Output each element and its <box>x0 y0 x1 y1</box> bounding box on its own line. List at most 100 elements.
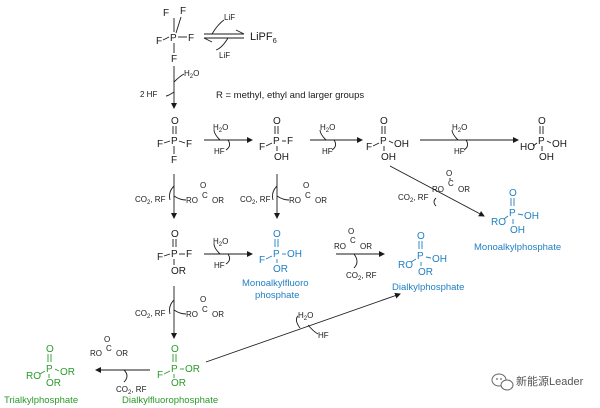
watermark: 新能源Leader <box>491 373 584 391</box>
label-dialkylfluorophosphate: Dialkylfluorophosphate <box>122 395 218 406</box>
svg-text:C: C <box>202 191 208 200</box>
svg-text:F: F <box>163 8 169 19</box>
svg-text:O: O <box>171 116 179 127</box>
svg-text:P: P <box>273 136 280 147</box>
svg-text:RO: RO <box>334 242 346 251</box>
svg-text:RO: RO <box>26 371 41 382</box>
svg-text:O: O <box>509 188 517 199</box>
svg-text:CO2, RF: CO2, RF <box>116 385 147 396</box>
pof3-molecule: O P F F F <box>157 116 192 166</box>
svg-text:H2O: H2O <box>213 123 228 134</box>
svg-text:2 HF: 2 HF <box>140 90 157 99</box>
monoalkylfluorophosphate-molecule: O P F OH OR Monoalkylfluoro phosphate <box>242 229 309 301</box>
svg-text:RO: RO <box>491 217 506 228</box>
svg-text:HF: HF <box>454 147 465 156</box>
svg-text:OR: OR <box>315 196 327 205</box>
svg-text:F: F <box>186 139 192 150</box>
r-group-note: R = methyl, ethyl and larger groups <box>216 90 364 101</box>
arrow-alkylation-1: CO2, RF O C RO OR <box>135 174 224 219</box>
svg-text:OR: OR <box>212 196 224 205</box>
svg-text:OH: OH <box>381 152 396 163</box>
arrow-to-trialkylphosphate: O C RO OR CO2, RF <box>90 335 150 396</box>
arrow-hydrolysis-6: H2O HF <box>205 292 401 363</box>
svg-text:OH: OH <box>524 211 539 222</box>
wechat-icon <box>491 373 514 391</box>
svg-text:CO2, RF: CO2, RF <box>135 309 166 320</box>
svg-text:OR: OR <box>171 266 186 277</box>
svg-text:OR: OR <box>360 242 372 251</box>
svg-text:OH: OH <box>432 254 447 265</box>
svg-text:O: O <box>104 335 110 344</box>
svg-text:F: F <box>157 370 163 381</box>
svg-text:F: F <box>171 155 177 166</box>
label-monoalkylfluorophosphate-1: Monoalkylfluoro <box>242 278 309 289</box>
svg-text:OR: OR <box>46 378 61 389</box>
arrow-alkylation-3: O C RO OR CO2, RF <box>334 227 385 282</box>
svg-text:OR: OR <box>212 310 224 319</box>
svg-text:OR: OR <box>273 264 288 275</box>
arrow-hydrolysis-4: H2O HF <box>420 123 519 156</box>
arrow-hydrolysis-3: H2O HF <box>310 123 363 156</box>
svg-text:OH: OH <box>394 139 409 150</box>
svg-text:OR: OR <box>418 267 433 278</box>
svg-text:RO: RO <box>398 260 413 271</box>
svg-text:O: O <box>348 227 354 236</box>
svg-text:F: F <box>366 142 372 153</box>
dialkylphosphate-molecule: O P RO OH OR Dialkylphosphate <box>392 231 464 293</box>
svg-text:C: C <box>202 305 208 314</box>
svg-text:O: O <box>417 231 425 242</box>
arrow-alkylation-4: CO2, RF O C RO OR <box>135 286 224 339</box>
svg-text:RO: RO <box>289 196 301 205</box>
svg-text:O: O <box>538 116 546 127</box>
arrow-hydrolysis-5: H2O HF <box>204 237 253 270</box>
svg-text:O: O <box>171 229 179 240</box>
trialkylphosphate-molecule: O P RO OR OR Trialkylphosphate <box>4 344 78 406</box>
svg-text:P: P <box>171 249 178 260</box>
svg-text:H2O: H2O <box>213 237 228 248</box>
svg-text:C: C <box>305 191 311 200</box>
arrow-alkylation-2: CO2, RF O C RO OR <box>240 174 327 219</box>
svg-text:F: F <box>287 136 293 147</box>
svg-text:F: F <box>156 36 162 47</box>
svg-text:F: F <box>171 54 177 65</box>
svg-text:HF: HF <box>322 147 333 156</box>
svg-text:OH: OH <box>510 225 525 236</box>
svg-text:F: F <box>180 6 186 17</box>
watermark-text: 新能源Leader <box>516 374 584 388</box>
svg-text:CO2, RF: CO2, RF <box>135 195 166 206</box>
svg-text:O: O <box>273 116 281 127</box>
svg-text:P: P <box>171 136 178 147</box>
svg-text:OH: OH <box>552 139 567 150</box>
svg-text:HF: HF <box>214 261 225 270</box>
lipf6-product: LiPF6 <box>250 31 277 45</box>
svg-text:P: P <box>417 251 424 262</box>
svg-text:P: P <box>273 249 280 260</box>
arrow-to-monoalkylphosphate: O C RO OR CO2, RF <box>389 165 485 217</box>
svg-text:F: F <box>188 33 194 44</box>
svg-text:C: C <box>448 179 454 188</box>
svg-text:F: F <box>186 249 192 260</box>
svg-text:P: P <box>538 136 545 147</box>
svg-text:F: F <box>259 142 265 153</box>
phosphoric-acid-molecule: O P HO OH OH <box>520 116 567 163</box>
svg-text:P: P <box>170 33 177 44</box>
pofoh2-molecule: O P F OH OH <box>366 116 409 163</box>
equilibrium-lif: LiF LiF <box>203 13 245 60</box>
svg-text:LiF: LiF <box>224 13 235 22</box>
arrow-hydrolysis-2: H2O HF <box>204 123 253 156</box>
svg-text:RO: RO <box>186 196 198 205</box>
svg-text:O: O <box>200 295 206 304</box>
pof2or-molecule: O P F F OR <box>157 229 192 277</box>
svg-text:LiF: LiF <box>219 51 230 60</box>
svg-text:HF: HF <box>214 147 225 156</box>
svg-text:P: P <box>509 208 516 219</box>
svg-text:C: C <box>350 236 356 245</box>
svg-text:CO2, RF: CO2, RF <box>240 195 271 206</box>
svg-text:H2O: H2O <box>320 123 335 134</box>
svg-text:F: F <box>157 252 163 263</box>
svg-text:LiPF6: LiPF6 <box>250 31 277 45</box>
svg-text:CO2, RF: CO2, RF <box>346 271 377 282</box>
svg-text:O: O <box>200 181 206 190</box>
svg-text:F: F <box>259 255 265 266</box>
